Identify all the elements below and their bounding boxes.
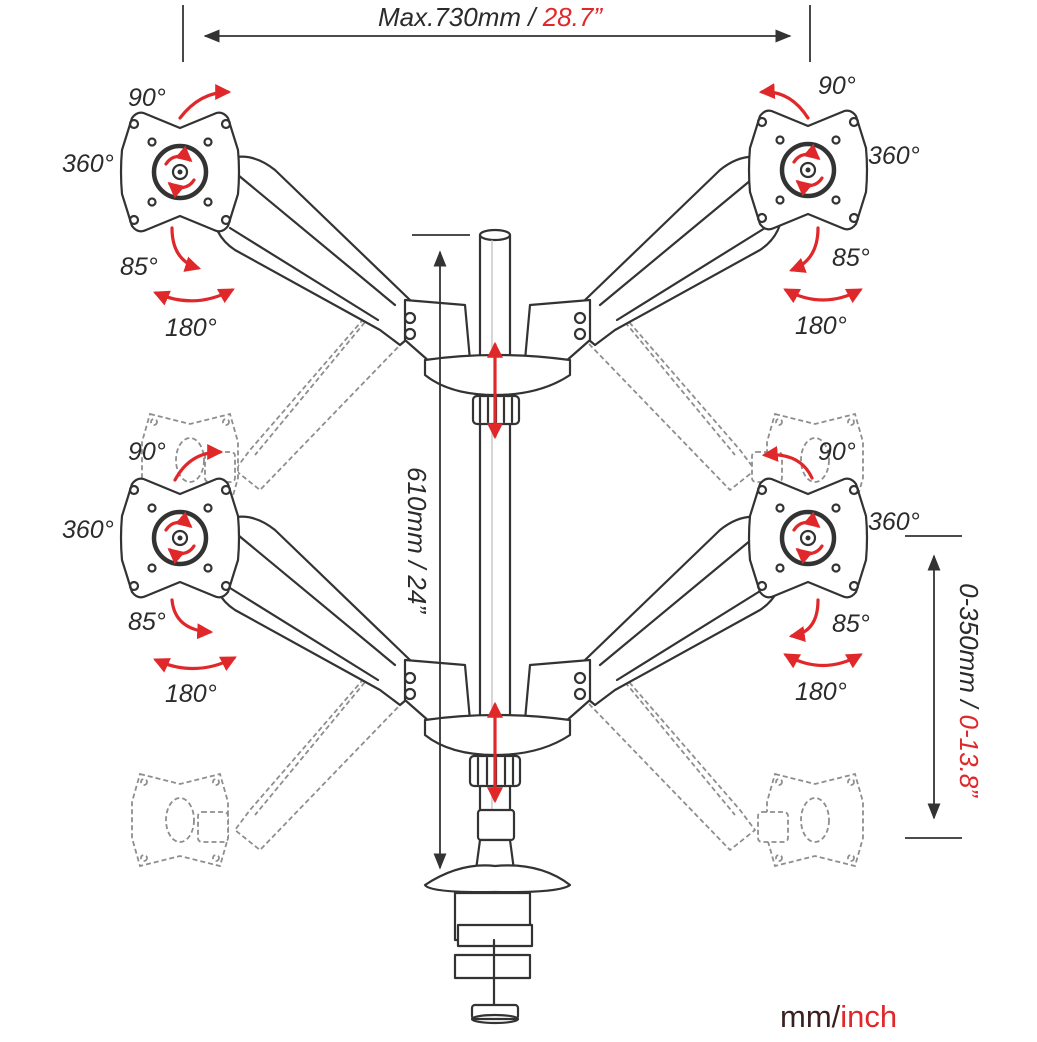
height-dimension: 610mm / 24”: [402, 234, 470, 870]
tilt-up-label-bottom-right: 90°: [818, 438, 856, 466]
tilt-up-label-top-right: 90°: [818, 72, 856, 100]
vesa-plate-top-left: [121, 113, 239, 232]
rotate-label-top-right: 360°: [868, 142, 920, 170]
width-dimension-label: Max.730mm / 28.7”: [378, 2, 603, 32]
swivel-label-top-right: 180°: [795, 312, 847, 340]
desk-clamp-base: [423, 808, 572, 1025]
rotate-label-bottom-left: 360°: [62, 516, 114, 544]
tilt-up-label-top-left: 90°: [128, 84, 166, 112]
travel-dimension: 0-350mm / 0-13.8”: [905, 535, 984, 839]
vesa-plate-top-right: [749, 111, 867, 230]
tilt-down-label-top-left: 85°: [120, 253, 158, 281]
tilt-down-label-bottom-left: 85°: [128, 608, 166, 636]
tilt-up-label-bottom-left: 90°: [128, 438, 166, 466]
lower-arm-assembly: [210, 515, 785, 804]
rotate-label-bottom-right: 360°: [868, 508, 920, 536]
rotation-labels: 90° 360° 85° 180° 90° 360° 85° 180° 90° …: [62, 72, 920, 708]
tilt-down-label-top-right: 85°: [832, 244, 870, 272]
swivel-label-bottom-left: 180°: [165, 680, 217, 708]
rotation-arrows: [153, 83, 863, 673]
swivel-label-bottom-right: 180°: [795, 678, 847, 706]
tilt-down-label-bottom-right: 85°: [832, 610, 870, 638]
swivel-label-top-left: 180°: [165, 314, 217, 342]
unit-legend: mm/inch: [780, 999, 897, 1034]
vesa-plate-bottom-right: [749, 479, 867, 598]
rotate-label-top-left: 360°: [62, 150, 114, 178]
vesa-plate-bottom-left: [121, 479, 239, 598]
travel-dimension-label: 0-350mm / 0-13.8”: [954, 583, 984, 798]
height-dimension-label: 610mm / 24”: [402, 467, 432, 614]
width-dimension: Max.730mm / 28.7”: [182, 2, 811, 62]
